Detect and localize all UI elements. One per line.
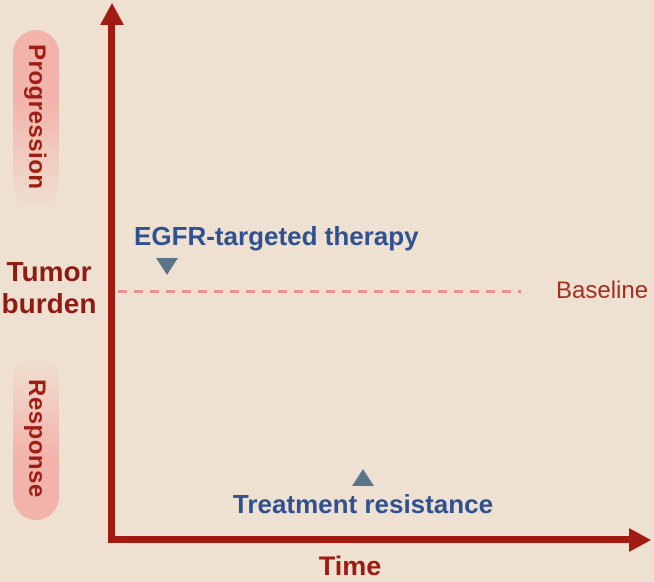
progression-region-pill: Progression — [13, 30, 59, 210]
x-axis-arrow-icon — [629, 528, 651, 552]
y-axis-arrow-icon — [100, 3, 124, 25]
treatment-resistance-label: Treatment resistance — [232, 489, 494, 519]
baseline-label: Baseline — [556, 277, 649, 304]
response-region-pill: Response — [13, 356, 59, 520]
y-axis-title: Tumor burden — [1, 256, 97, 320]
x-axis-line — [108, 536, 631, 543]
x-axis-title: Time — [318, 551, 382, 581]
baseline-dashed-line — [118, 290, 521, 293]
triangle-down-marker-icon — [156, 258, 178, 275]
y-axis-line — [108, 22, 115, 543]
response-label: Response — [23, 378, 50, 498]
egfr-therapy-label: EGFR-targeted therapy — [134, 221, 419, 251]
triangle-up-marker-icon — [352, 469, 374, 486]
progression-label: Progression — [23, 44, 50, 190]
